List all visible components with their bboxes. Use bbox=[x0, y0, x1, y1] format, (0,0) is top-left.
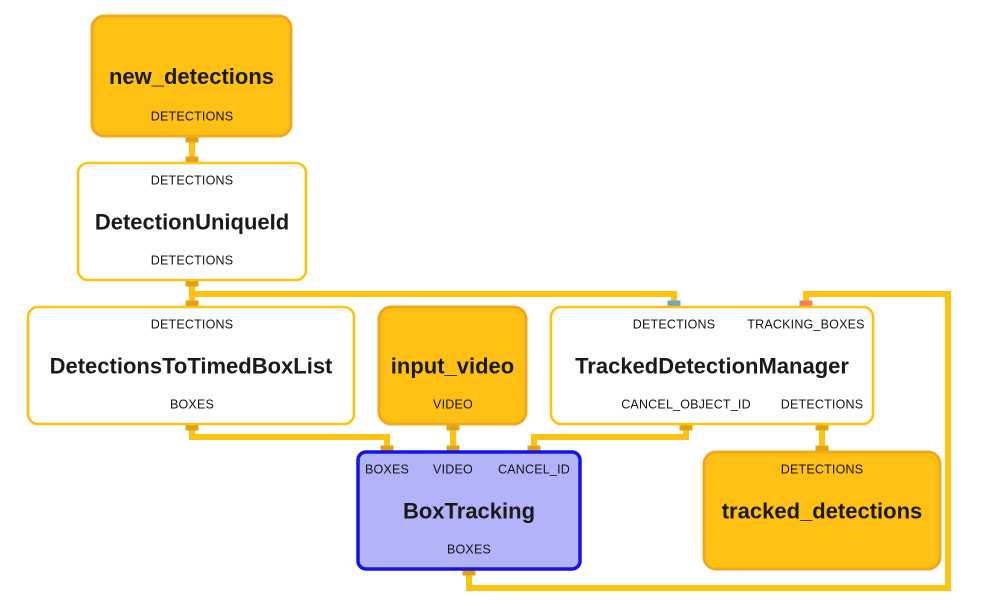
node-tracked_detections[interactable]: tracked_detections DETECTIONS bbox=[702, 445, 942, 571]
node-body[interactable] bbox=[549, 305, 875, 426]
output-port-label: DETECTIONS bbox=[151, 109, 234, 123]
edge[interactable] bbox=[189, 287, 677, 307]
node-body[interactable] bbox=[76, 161, 308, 282]
output-port-label: CANCEL_OBJECT_ID bbox=[621, 397, 751, 411]
edge[interactable] bbox=[189, 424, 390, 452]
output-port-label: BOXES bbox=[447, 542, 491, 556]
output-port-label: DETECTIONS bbox=[151, 253, 234, 267]
node-title: DetectionUniqueId bbox=[95, 209, 289, 234]
node-body[interactable] bbox=[26, 305, 356, 426]
output-port-label: VIDEO bbox=[433, 397, 473, 411]
node-body[interactable] bbox=[702, 450, 942, 571]
node-title: tracked_detections bbox=[722, 498, 923, 523]
input-port-label: BOXES bbox=[365, 462, 409, 476]
edge[interactable] bbox=[466, 291, 951, 591]
input-port-label: DETECTIONS bbox=[633, 317, 716, 331]
input-port-label: DETECTIONS bbox=[781, 462, 864, 476]
edge[interactable] bbox=[531, 424, 689, 452]
node-title: BoxTracking bbox=[403, 498, 535, 523]
node-title: TrackedDetectionManager bbox=[575, 353, 849, 378]
node-title: input_video bbox=[391, 353, 514, 378]
node-DetectionsToTimedBoxList[interactable]: DetectionsToTimedBoxList DETECTIONS BOXES bbox=[26, 300, 356, 431]
input-port-label: DETECTIONS bbox=[151, 317, 234, 331]
node-body[interactable] bbox=[356, 450, 582, 571]
input-port-label: CANCEL_ID bbox=[498, 462, 570, 476]
node-body[interactable] bbox=[90, 14, 293, 138]
input-port-label: VIDEO bbox=[433, 462, 473, 476]
node-title: DetectionsToTimedBoxList bbox=[50, 353, 333, 378]
node-body[interactable] bbox=[377, 305, 528, 426]
input-port-label: DETECTIONS bbox=[151, 173, 234, 187]
output-port-label: BOXES bbox=[170, 397, 214, 411]
output-port-label: DETECTIONS bbox=[781, 397, 864, 411]
node-title: new_detections bbox=[109, 64, 274, 89]
input-port-label: TRACKING_BOXES bbox=[747, 317, 864, 331]
nodes-layer: new_detectionsDETECTIONSDetectionUniqueI… bbox=[26, 14, 942, 576]
